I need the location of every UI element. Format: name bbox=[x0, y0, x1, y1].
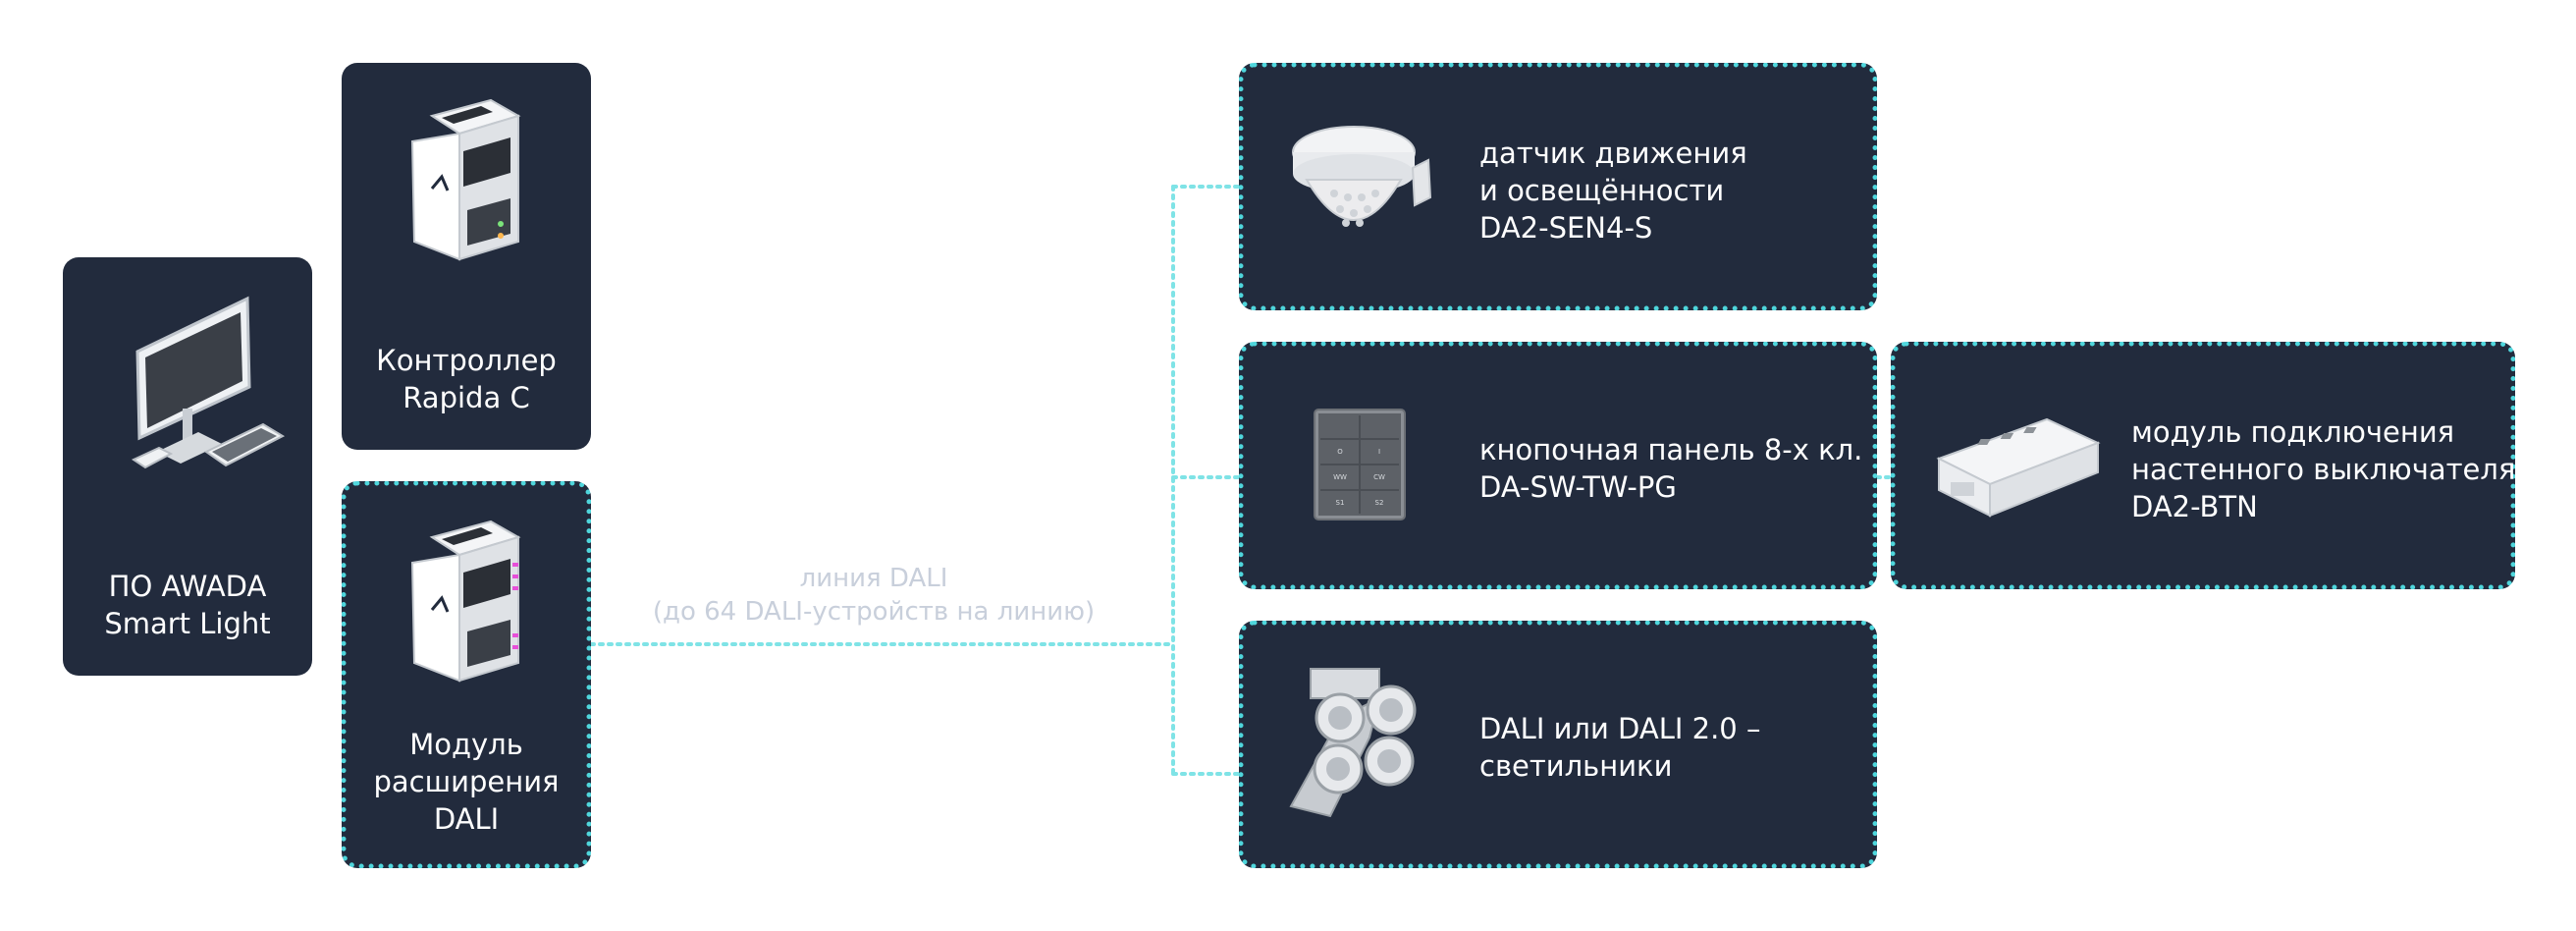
dali-module-illustration bbox=[410, 520, 521, 683]
controller-label-line1: Контроллер bbox=[376, 344, 557, 377]
luminaire-illustration bbox=[1289, 668, 1417, 818]
luminaires-label-line2: светильники bbox=[1479, 749, 1673, 783]
luminaires-card: DALI или DALI 2.0 – светильники bbox=[1239, 621, 1877, 868]
controller-illustration bbox=[410, 98, 521, 261]
panel-key-s1: S1 bbox=[1336, 499, 1345, 507]
dali-line-caption-line1: линия DALI bbox=[799, 564, 948, 593]
sensor-label-line3: DA2-SEN4-S bbox=[1479, 211, 1653, 245]
dali-line-caption: линия DALI (до 64 DALI-устройств на лини… bbox=[648, 562, 1100, 629]
panel-key-s2: S2 bbox=[1375, 499, 1384, 507]
sensor-label: датчик движения и освещённости DA2-SEN4-… bbox=[1479, 135, 1747, 246]
button-panel-illustration: O I WW CW S1 S2 bbox=[1314, 409, 1406, 520]
button-module-label-line3: DA2-BTN bbox=[2131, 490, 2258, 523]
software-label: ПО AWADA Smart Light bbox=[63, 568, 312, 642]
button-panel-card: O I WW CW S1 S2 кнопочная панель 8-х кл.… bbox=[1239, 342, 1877, 589]
button-module-label: модуль подключения настенного выключател… bbox=[2131, 413, 2515, 525]
button-panel-label-line2: DA-SW-TW-PG bbox=[1479, 470, 1677, 504]
panel-key-i: I bbox=[1378, 448, 1380, 456]
dali-module-label-line3: DALI bbox=[433, 802, 500, 836]
motion-sensor-illustration bbox=[1292, 126, 1432, 227]
computer-illustration bbox=[131, 296, 286, 469]
button-panel-label: кнопочная панель 8-х кл. DA-SW-TW-PG bbox=[1479, 431, 1862, 506]
sensor-label-line2: и освещённости bbox=[1479, 174, 1725, 207]
sensor-label-line1: датчик движения bbox=[1479, 137, 1747, 170]
button-module-label-line2: настенного выключателя bbox=[2131, 453, 2516, 486]
button-panel-label-line1: кнопочная панель 8-х кл. bbox=[1479, 433, 1863, 466]
panel-key-cw: CW bbox=[1373, 473, 1385, 481]
software-label-line1: ПО AWADA bbox=[108, 570, 267, 603]
luminaires-label-line1: DALI или DALI 2.0 – bbox=[1479, 712, 1761, 745]
panel-key-o: O bbox=[1337, 448, 1343, 456]
dali-module-label: Модуль расширения DALI bbox=[347, 726, 586, 838]
sensor-card: датчик движения и освещённости DA2-SEN4-… bbox=[1239, 63, 1877, 310]
dali-module-card: Модуль расширения DALI bbox=[342, 481, 591, 868]
controller-label-line2: Rapida C bbox=[402, 381, 530, 414]
dali-line-caption-line2: (до 64 DALI-устройств на линию) bbox=[652, 597, 1096, 627]
controller-card: Контроллер Rapida C bbox=[342, 63, 591, 450]
software-label-line2: Smart Light bbox=[104, 607, 271, 640]
luminaires-label: DALI или DALI 2.0 – светильники bbox=[1479, 710, 1760, 785]
button-module-card: модуль подключения настенного выключател… bbox=[1891, 342, 2515, 589]
controller-label: Контроллер Rapida C bbox=[342, 342, 591, 416]
software-card: ПО AWADA Smart Light bbox=[63, 257, 312, 676]
button-module-label-line1: модуль подключения bbox=[2131, 415, 2455, 449]
panel-key-ww: WW bbox=[1333, 473, 1347, 481]
dali-module-label-line2: расширения bbox=[373, 765, 560, 798]
button-module-illustration bbox=[1936, 417, 2101, 518]
dali-module-label-line1: Модуль bbox=[409, 728, 523, 761]
